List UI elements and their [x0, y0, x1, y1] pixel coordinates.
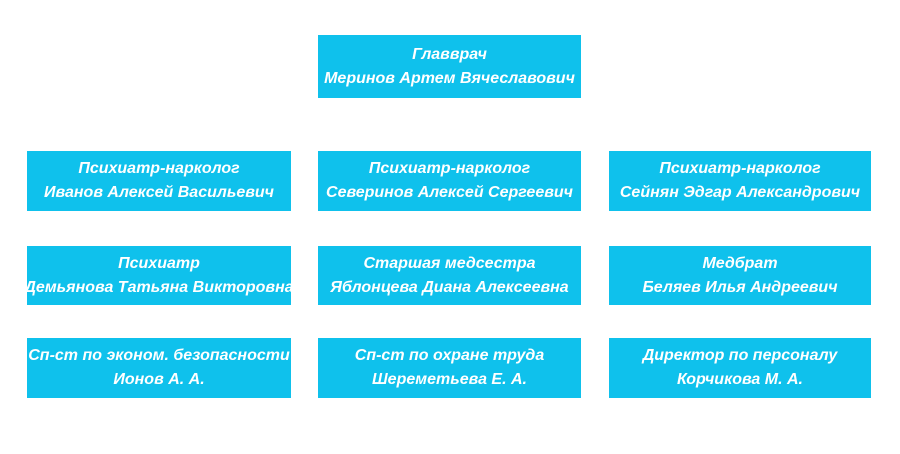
- node-chief-doctor: Главврач Меринов Артем Вячеславович: [318, 35, 581, 98]
- node-person: Корчикова М. А.: [677, 371, 803, 388]
- node-hr-director-korchikova: Директор по персоналу Корчикова М. А.: [609, 338, 871, 398]
- node-labor-safety-specialist-sheremetyeva: Сп-ст по охране труда Шереметьева Е. А.: [318, 338, 581, 398]
- node-title: Психиатр-нарколог: [78, 160, 240, 177]
- node-title: Медбрат: [702, 254, 778, 272]
- node-title: Сп-ст по эконом. безопасности: [28, 347, 290, 364]
- node-psychiatrist-narcologist-ivanov: Психиатр-нарколог Иванов Алексей Василье…: [27, 151, 291, 211]
- node-person: Ионов А. А.: [113, 371, 205, 388]
- node-title: Директор по персоналу: [642, 347, 838, 364]
- node-person: Яблонцева Диана Алексеевна: [330, 278, 569, 296]
- node-person: Шереметьева Е. А.: [372, 371, 527, 388]
- node-person: Иванов Алексей Васильевич: [44, 184, 274, 201]
- node-person: Сейнян Эдгар Александрович: [619, 184, 861, 201]
- node-title: Психиатр-нарколог: [368, 160, 531, 177]
- node-title: Старшая медсестра: [363, 254, 536, 272]
- node-male-nurse-belyaev: Медбрат Беляев Илья Андреевич: [609, 246, 871, 305]
- node-title: Сп-ст по охране труда: [354, 347, 545, 364]
- node-person: Меринов Артем Вячеславович: [324, 69, 575, 87]
- node-title: Главврач: [412, 45, 487, 63]
- node-psychiatrist-narcologist-severinov: Психиатр-нарколог Северинов Алексей Серг…: [318, 151, 581, 211]
- node-person: Демьянова Татьяна Викторовна: [24, 278, 294, 296]
- node-person: Северинов Алексей Сергеевич: [326, 184, 573, 201]
- node-title: Психиатр: [118, 254, 200, 272]
- node-title: Психиатр-нарколог: [659, 160, 821, 177]
- node-person: Беляев Илья Андреевич: [642, 278, 838, 296]
- node-economic-security-specialist-ionov: Сп-ст по эконом. безопасности Ионов А. А…: [27, 338, 291, 398]
- node-head-nurse-yablontseva: Старшая медсестра Яблонцева Диана Алексе…: [318, 246, 581, 305]
- node-psychiatrist-narcologist-seynyan: Психиатр-нарколог Сейнян Эдгар Александр…: [609, 151, 871, 211]
- node-psychiatrist-demyanova: Психиатр Демьянова Татьяна Викторовна: [24, 246, 294, 305]
